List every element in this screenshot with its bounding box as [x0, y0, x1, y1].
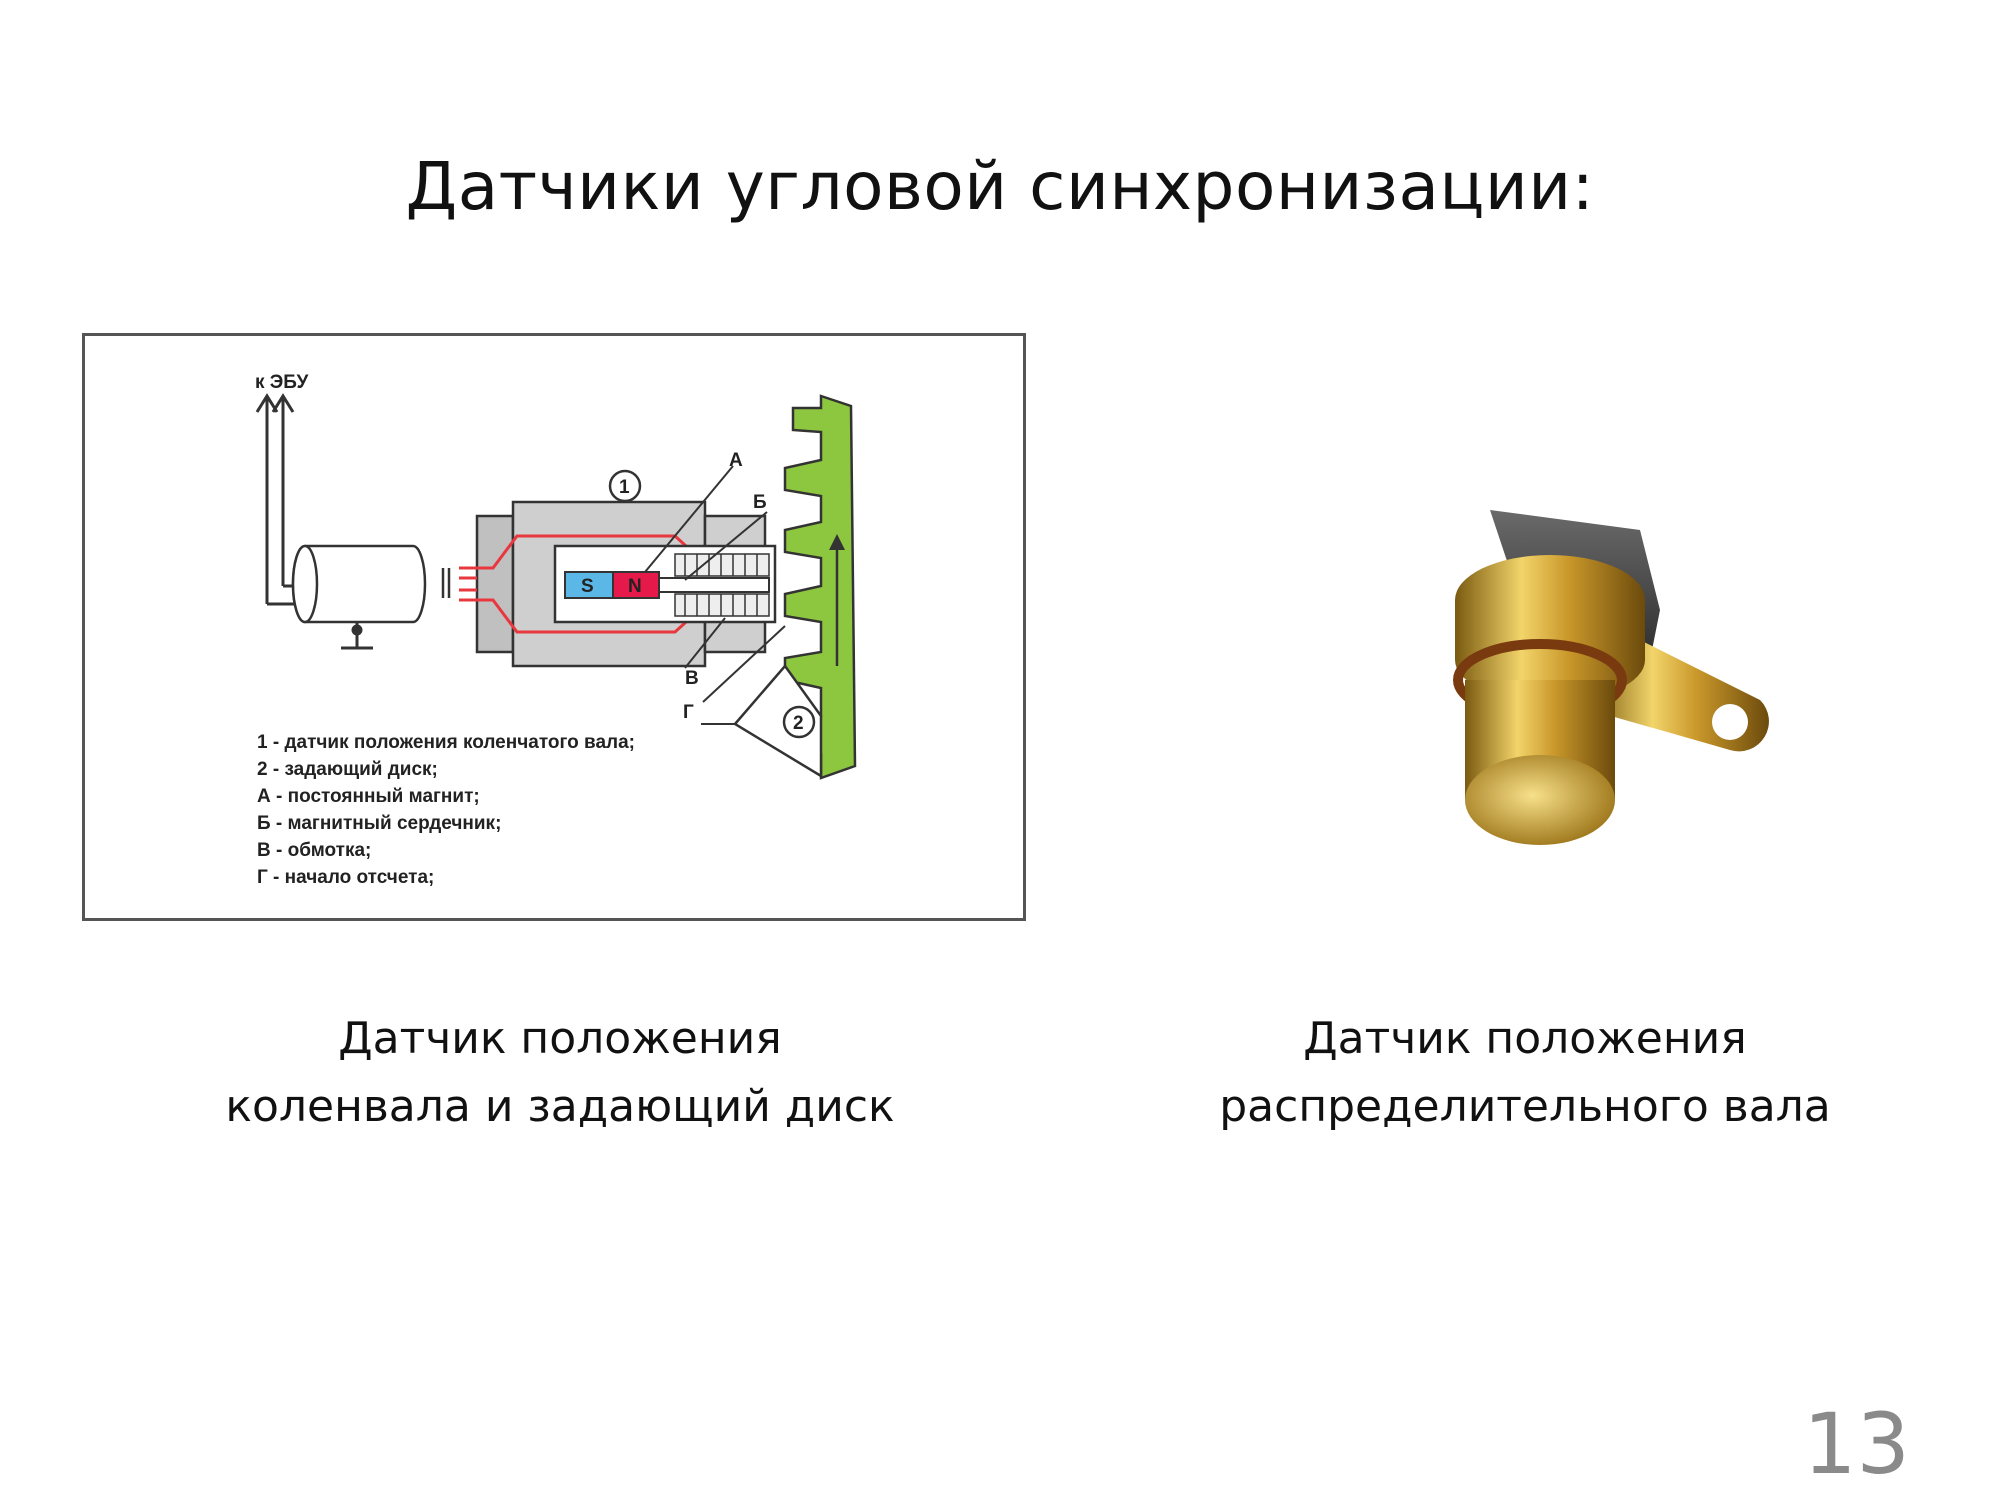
camshaft-sensor-photo: [1360, 490, 1800, 870]
ground-symbol-icon: [341, 622, 373, 648]
diagram-legend: 1 - датчик положения коленчатого вала; 2…: [257, 732, 635, 888]
legend-item-5: В - обмотка;: [257, 840, 371, 861]
caption-camshaft: Датчик положения распределительного вала: [1175, 1005, 1875, 1141]
double-arrow-up-icon: [257, 396, 293, 412]
legend-item-6: Г - начало отсчета;: [257, 867, 434, 888]
cable-shield: [293, 546, 425, 622]
slide-title: Датчики угловой синхронизации:: [0, 148, 2000, 225]
diagram-svg: к ЭБУ S N: [85, 336, 1023, 918]
legend-item-1: 1 - датчик положения коленчатого вала;: [257, 732, 635, 753]
label-v: В: [685, 668, 699, 689]
label-g: Г: [683, 702, 694, 723]
svg-text:1: 1: [619, 477, 630, 498]
legend-item-4: Б - магнитный сердечник;: [257, 813, 501, 834]
connector-lines: [443, 568, 449, 598]
callout-2: 2: [784, 707, 814, 737]
caption-crankshaft: Датчик положения коленвала и задающий ди…: [150, 1005, 970, 1141]
page-number: 13: [1790, 1395, 1910, 1493]
caption-camshaft-line-1: Датчик положения: [1175, 1005, 1875, 1073]
housing-flange: [477, 516, 513, 652]
label-a: А: [729, 450, 743, 471]
caption-crankshaft-line-2: коленвала и задающий диск: [150, 1073, 970, 1141]
crankshaft-sensor-diagram: к ЭБУ S N: [82, 333, 1026, 921]
camshaft-sensor-illustration: [1360, 490, 1800, 870]
magnet-south-label: S: [581, 576, 594, 597]
callout-1: 1: [610, 471, 640, 501]
label-b: Б: [753, 492, 767, 513]
legend-item-3: А - постоянный магнит;: [257, 786, 480, 807]
ecu-label: к ЭБУ: [255, 372, 308, 393]
svg-text:2: 2: [793, 713, 804, 734]
magnetic-core: [659, 578, 769, 592]
caption-crankshaft-line-1: Датчик положения: [150, 1005, 970, 1073]
magnet-north-label: N: [628, 576, 642, 597]
legend-item-2: 2 - задающий диск;: [257, 759, 438, 780]
caption-camshaft-line-2: распределительного вала: [1175, 1073, 1875, 1141]
